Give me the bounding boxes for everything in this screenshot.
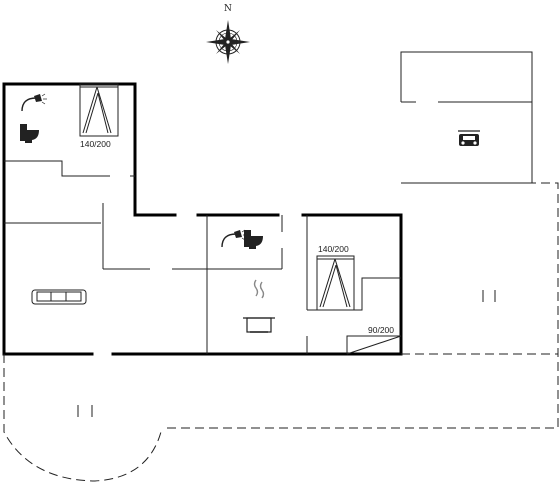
kitchen <box>243 279 275 333</box>
living-room <box>31 289 87 305</box>
sofa-icon <box>31 289 87 305</box>
bathroom-2 <box>221 229 263 249</box>
shower-icon <box>21 93 47 112</box>
bathroom-1 <box>20 93 47 143</box>
double-bed-icon <box>316 255 355 311</box>
toilet-icon <box>244 230 263 249</box>
cooking-pot-icon <box>243 279 275 333</box>
bedroom-2: 140/200 <box>316 244 355 311</box>
car-icon <box>458 130 480 146</box>
terrace-east <box>482 290 496 302</box>
double-bed-icon <box>79 83 119 137</box>
compass-rose-icon <box>206 20 250 64</box>
interior-walls <box>4 84 402 355</box>
compass-north-label: N <box>224 4 232 14</box>
terrace-outlines <box>3 182 559 482</box>
shower-icon <box>221 229 247 248</box>
compass: N <box>206 4 250 64</box>
terrace-west <box>77 405 93 417</box>
bed-size-label: 90/200 <box>368 325 394 335</box>
bedroom-3: 90/200 <box>368 325 394 335</box>
toilet-icon <box>20 124 39 143</box>
carport <box>400 51 533 184</box>
bed-size-label: 140/200 <box>318 244 349 254</box>
bedroom-1: 140/200 <box>79 83 119 149</box>
bed-size-label: 140/200 <box>80 139 111 149</box>
outer-walls <box>2 82 403 356</box>
